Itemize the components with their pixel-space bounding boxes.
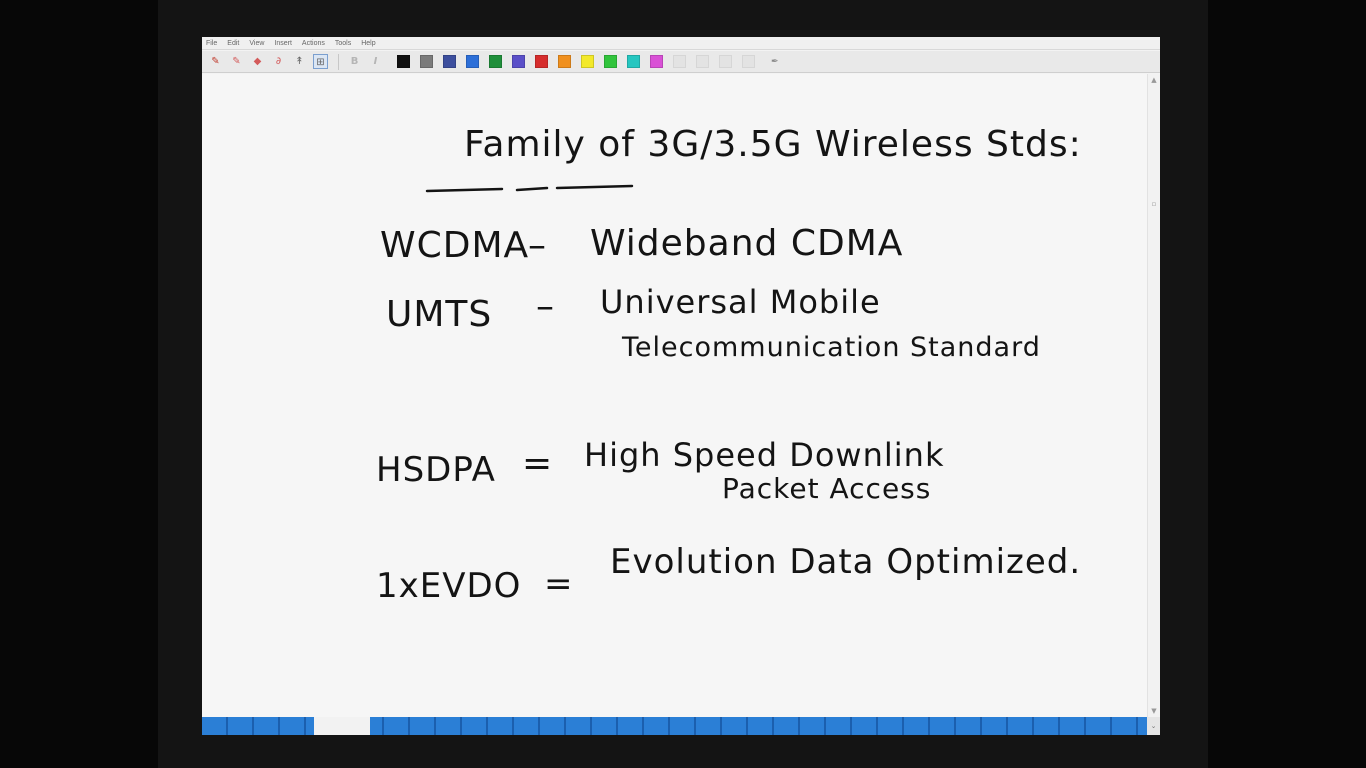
color-palette: [397, 55, 673, 68]
def-umts: Universal Mobile: [600, 283, 881, 321]
sep-umts: –: [536, 286, 555, 327]
pen-icon[interactable]: ✎: [211, 56, 220, 67]
term-1xevdo: 1xEVDO: [376, 566, 521, 606]
def-wcdma: Wideband CDMA: [590, 223, 903, 264]
video-bezel-right: [1208, 0, 1366, 768]
page-tab[interactable]: [314, 717, 370, 735]
menu-actions[interactable]: Actions: [301, 39, 325, 47]
menu-tools[interactable]: Tools: [334, 39, 352, 47]
scroll-up-icon[interactable]: ▲: [1151, 76, 1157, 84]
color-swatch[interactable]: [397, 55, 410, 68]
lasso-icon[interactable]: ∂: [275, 56, 282, 67]
empty-swatch[interactable]: [742, 55, 755, 68]
menu-view[interactable]: View: [249, 39, 265, 47]
term-umts: UMTS: [386, 294, 492, 335]
color-swatch[interactable]: [420, 55, 433, 68]
scroll-thumb-icon[interactable]: ▫: [1151, 200, 1157, 208]
empty-swatch[interactable]: [696, 55, 709, 68]
menu-help[interactable]: Help: [361, 39, 376, 47]
video-bezel-left: [0, 0, 158, 768]
highlighter-icon[interactable]: ✎: [232, 56, 241, 67]
vertical-scrollbar[interactable]: ▲ ▫ ▼: [1147, 74, 1160, 717]
sep-hsdpa: =: [522, 443, 553, 484]
color-swatch[interactable]: [512, 55, 525, 68]
term-hsdpa: HSDPA: [376, 450, 496, 490]
status-bar-end-icon[interactable]: ⌄: [1147, 717, 1160, 735]
color-swatch[interactable]: [489, 55, 502, 68]
def-1xevdo: Evolution Data Optimized.: [610, 542, 1081, 582]
journal-window: File Edit View Insert Actions Tools Help…: [202, 37, 1160, 735]
def2-hsdpa: Packet Access: [722, 472, 931, 505]
color-swatch[interactable]: [535, 55, 548, 68]
insert-space-icon[interactable]: ⊞: [313, 54, 328, 69]
color-swatch[interactable]: [558, 55, 571, 68]
pan-hand-icon[interactable]: ↟: [295, 56, 304, 67]
menu-bar: File Edit View Insert Actions Tools Help: [202, 37, 1160, 50]
menu-insert[interactable]: Insert: [274, 39, 292, 47]
color-swatch[interactable]: [627, 55, 640, 68]
color-swatch[interactable]: [581, 55, 594, 68]
eraser-icon[interactable]: ◆: [253, 56, 262, 67]
def2-umts: Telecommunication Standard: [621, 332, 1041, 363]
italic-icon[interactable]: I: [373, 56, 378, 67]
title-underline: [425, 184, 634, 193]
sep-wcdma: –: [528, 225, 547, 266]
toolbar-separator: [338, 53, 339, 70]
scroll-down-icon[interactable]: ▼: [1151, 707, 1157, 715]
pen-toolbar: ✎ ✎ ◆ ∂ ↟ ⊞ B I ✒: [202, 51, 1160, 73]
def-hsdpa: High Speed Downlink: [584, 436, 944, 474]
empty-swatch[interactable]: [673, 55, 686, 68]
color-swatch[interactable]: [650, 55, 663, 68]
term-wcdma: WCDMA: [380, 225, 529, 266]
pen-width-icon[interactable]: ✒: [771, 56, 779, 67]
color-swatch[interactable]: [466, 55, 479, 68]
menu-file[interactable]: File: [206, 39, 218, 47]
status-bar: ⌄: [202, 717, 1160, 735]
handwritten-note: Family of 3G/3.5G Wireless Stds: WCDMA –…: [376, 124, 1082, 606]
menu-edit[interactable]: Edit: [227, 39, 240, 47]
note-page[interactable]: Family of 3G/3.5G Wireless Stds: WCDMA –…: [202, 74, 1147, 717]
color-swatch[interactable]: [604, 55, 617, 68]
color-swatch[interactable]: [443, 55, 456, 68]
sep-1xevdo: =: [544, 564, 574, 604]
bold-icon[interactable]: B: [350, 56, 359, 67]
note-title: Family of 3G/3.5G Wireless Stds:: [464, 124, 1082, 165]
empty-swatch[interactable]: [719, 55, 732, 68]
